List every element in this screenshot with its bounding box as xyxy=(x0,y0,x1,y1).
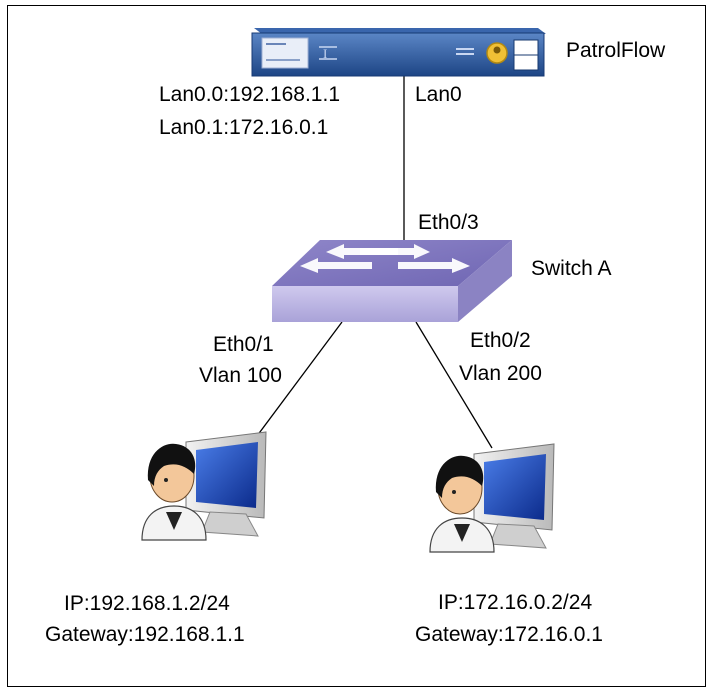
host2-ip-label: IP:172.16.0.2/24 xyxy=(438,591,593,614)
link2-port-label: Eth0/2 xyxy=(470,329,531,352)
link2-vlan-label: Vlan 200 xyxy=(459,362,542,385)
patrolflow-device-icon: I xyxy=(251,28,546,77)
switch-name-label: Switch A xyxy=(531,257,612,280)
user-computer-icon xyxy=(141,431,267,541)
switch-icon xyxy=(272,240,512,322)
link1-port-label: Eth0/1 xyxy=(213,333,274,356)
link1-vlan-label: Vlan 100 xyxy=(199,364,282,387)
user-computer-icon xyxy=(429,443,555,553)
host1-gateway-label: Gateway:192.168.1.1 xyxy=(45,623,245,646)
switch-uplink-port-label: Eth0/3 xyxy=(418,211,479,234)
link-switch-host1 xyxy=(250,321,343,445)
host2-gateway-label: Gateway:172.16.0.1 xyxy=(415,623,603,646)
device-port-label: Lan0 xyxy=(415,83,462,106)
interface-label-lan00: Lan0.0:192.168.1.1 xyxy=(159,83,341,106)
link-switch-host2 xyxy=(415,321,493,449)
interface-label-lan01: Lan0.1:172.16.0.1 xyxy=(159,116,329,139)
device-name-label: PatrolFlow xyxy=(566,39,666,62)
host1-ip-label: IP:192.168.1.2/24 xyxy=(64,592,230,615)
diagram-frame xyxy=(7,5,706,687)
svg-text:I: I xyxy=(323,46,327,61)
